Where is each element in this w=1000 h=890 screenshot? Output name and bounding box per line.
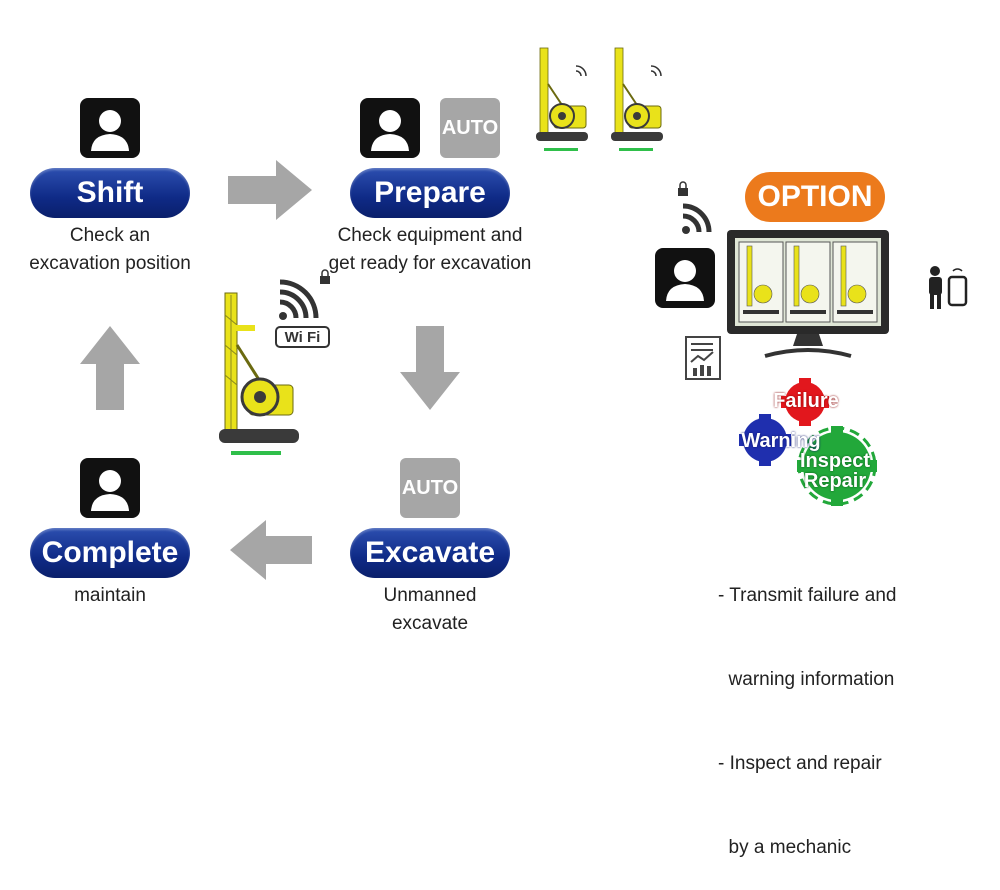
- option-notes: - Transmit failure and warning informati…: [718, 526, 896, 890]
- wifi-badge: Wi Fi: [275, 326, 330, 348]
- gear-label-failure: Failure: [773, 390, 839, 412]
- step-excavate: Excavate: [350, 528, 510, 578]
- gear-label-inspect-repair: Inspect Repair: [799, 450, 871, 492]
- step-excavate-description: Unmanned excavate: [383, 585, 477, 634]
- option-badge: OPTION: [745, 172, 885, 222]
- step-complete: Complete: [30, 528, 190, 578]
- step-shift-description: Check an excavation position: [29, 225, 191, 274]
- arrow-up-icon: [80, 326, 140, 410]
- arrow-left-icon: [230, 520, 312, 580]
- operator-icon: [655, 248, 715, 308]
- step-shift: Shift: [30, 168, 190, 218]
- operator-icon: [80, 458, 140, 518]
- drilling-rig-icon: [611, 47, 663, 151]
- arrow-down-icon: [400, 326, 460, 410]
- note-line: by a mechanic: [718, 837, 852, 858]
- mobile-user-icon: [929, 266, 968, 309]
- gears-icon: [739, 378, 877, 506]
- note-line: - Transmit failure and: [718, 585, 897, 606]
- step-prepare: Prepare: [350, 168, 510, 218]
- note-line: warning information: [718, 669, 895, 690]
- wifi-signal-icon: [279, 269, 330, 320]
- operator-icon: [80, 98, 140, 158]
- wifi-signal-icon: [678, 181, 712, 234]
- drilling-rig-icon: [536, 47, 588, 151]
- arrow-right-icon: [228, 160, 312, 220]
- auto-badge: AUTO: [440, 98, 500, 158]
- operator-icon: [360, 98, 420, 158]
- monitor-icon: [727, 230, 889, 358]
- step-complete-description: maintain: [74, 585, 146, 606]
- gear-label-warning: Warning: [741, 430, 821, 452]
- note-line: - Inspect and repair: [718, 753, 882, 774]
- step-prepare-description: Check equipment and get ready for excava…: [328, 225, 532, 274]
- auto-badge: AUTO: [400, 458, 460, 518]
- report-icon: [685, 336, 721, 380]
- drilling-rig-icon: [219, 292, 299, 455]
